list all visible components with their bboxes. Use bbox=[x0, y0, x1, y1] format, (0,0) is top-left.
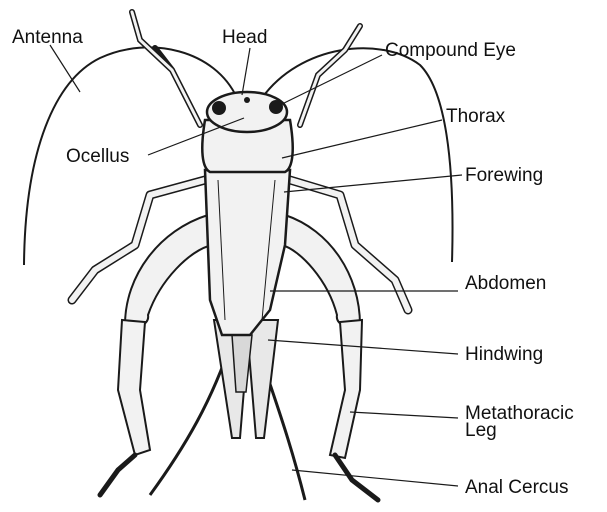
right-compound-eye bbox=[269, 100, 283, 114]
leader-head bbox=[242, 48, 250, 95]
forewing-shape bbox=[205, 170, 290, 335]
label-compound-eye: Compound Eye bbox=[385, 41, 516, 60]
label-head: Head bbox=[222, 28, 267, 47]
label-antenna: Antenna bbox=[12, 28, 83, 47]
ocellus-dot bbox=[244, 97, 250, 103]
left-palp-inner bbox=[132, 12, 200, 125]
label-hindwing: Hindwing bbox=[465, 345, 543, 364]
leader-hindwing bbox=[268, 340, 458, 354]
label-ocellus: Ocellus bbox=[66, 147, 129, 166]
ovipositor-segment bbox=[232, 335, 252, 392]
left-hind-tarsus bbox=[100, 455, 135, 495]
left-cercus bbox=[150, 360, 225, 495]
right-hind-tibia bbox=[330, 320, 362, 458]
leader-thorax bbox=[282, 120, 442, 158]
left-compound-eye bbox=[212, 101, 226, 115]
leader-metathoracic-leg bbox=[350, 412, 458, 418]
label-anal-cercus: Anal Cercus bbox=[465, 478, 569, 497]
left-hind-tibia bbox=[118, 320, 150, 455]
leader-anal-cercus bbox=[292, 470, 458, 486]
label-abdomen: Abdomen bbox=[465, 274, 546, 293]
leader-antenna bbox=[50, 45, 80, 92]
label-metathoracic-leg-line2: Leg bbox=[465, 422, 497, 439]
right-palp-inner bbox=[300, 26, 360, 125]
label-forewing: Forewing bbox=[465, 166, 543, 185]
label-thorax: Thorax bbox=[446, 107, 505, 126]
